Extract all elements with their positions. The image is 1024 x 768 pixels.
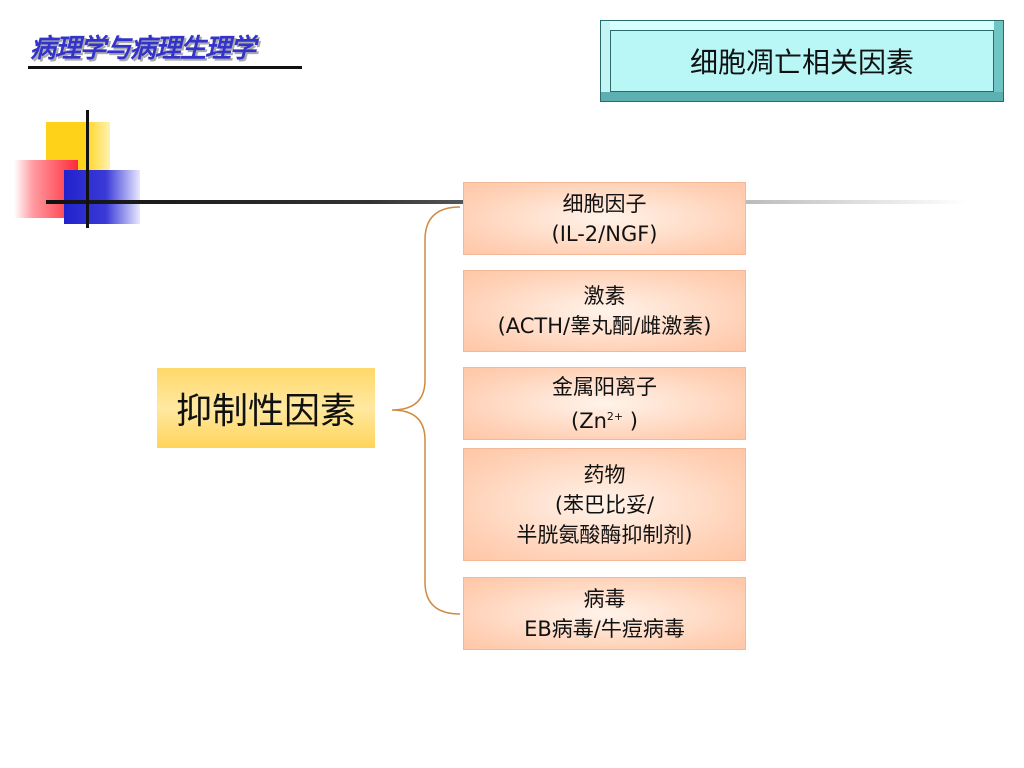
category-box: 抑制性因素 [157, 368, 375, 448]
slide-title-inner: 细胞凋亡相关因素 [610, 30, 994, 92]
brace-path [391, 206, 461, 615]
item-drug: 药物 (苯巴比妥/ 半胱氨酸酶抑制剂) [463, 448, 746, 561]
zn-charge: 2+ [606, 409, 624, 423]
item-metal-cation-detail: (Zn2+ ) [571, 402, 638, 436]
item-cytokine-title: 细胞因子 [562, 191, 647, 216]
title-bevel-top [601, 21, 1003, 30]
item-metal-cation: 金属阳离子 (Zn2+ ) [463, 367, 746, 440]
item-hormone: 激素 (ACTH/睾丸酮/雌激素) [463, 270, 746, 352]
category-label: 抑制性因素 [175, 391, 356, 432]
item-cytokine: 细胞因子 (IL-2/NGF) [463, 182, 746, 255]
slide-title: 细胞凋亡相关因素 [689, 46, 914, 79]
title-bevel-right [994, 21, 1003, 101]
course-title-underline [28, 66, 302, 69]
item-hormone-title: 激素 [583, 284, 626, 308]
decor-vertical-line [86, 110, 89, 228]
item-drug-detail-2: 半胱氨酸酶抑制剂) [516, 522, 693, 547]
item-virus: 病毒 EB病毒/牛痘病毒 [463, 577, 746, 650]
title-bevel-bottom [601, 92, 1003, 101]
decor-blue-square [64, 170, 140, 224]
title-bevel-left [601, 21, 610, 101]
zn-prefix: (Zn [571, 408, 607, 433]
course-title: 病理学与病理生理学 [30, 34, 256, 64]
slide-title-box: 细胞凋亡相关因素 [600, 20, 1004, 102]
item-metal-cation-title: 金属阳离子 [552, 374, 657, 399]
item-drug-title: 药物 [583, 462, 626, 487]
zn-suffix: ) [623, 408, 638, 433]
item-hormone-detail: (ACTH/睾丸酮/雌激素) [497, 314, 712, 338]
item-cytokine-detail: (IL-2/NGF) [551, 221, 658, 246]
item-virus-title: 病毒 [583, 586, 626, 611]
item-virus-detail: EB病毒/牛痘病毒 [524, 616, 685, 641]
item-drug-detail-1: (苯巴比妥/ [554, 492, 655, 517]
